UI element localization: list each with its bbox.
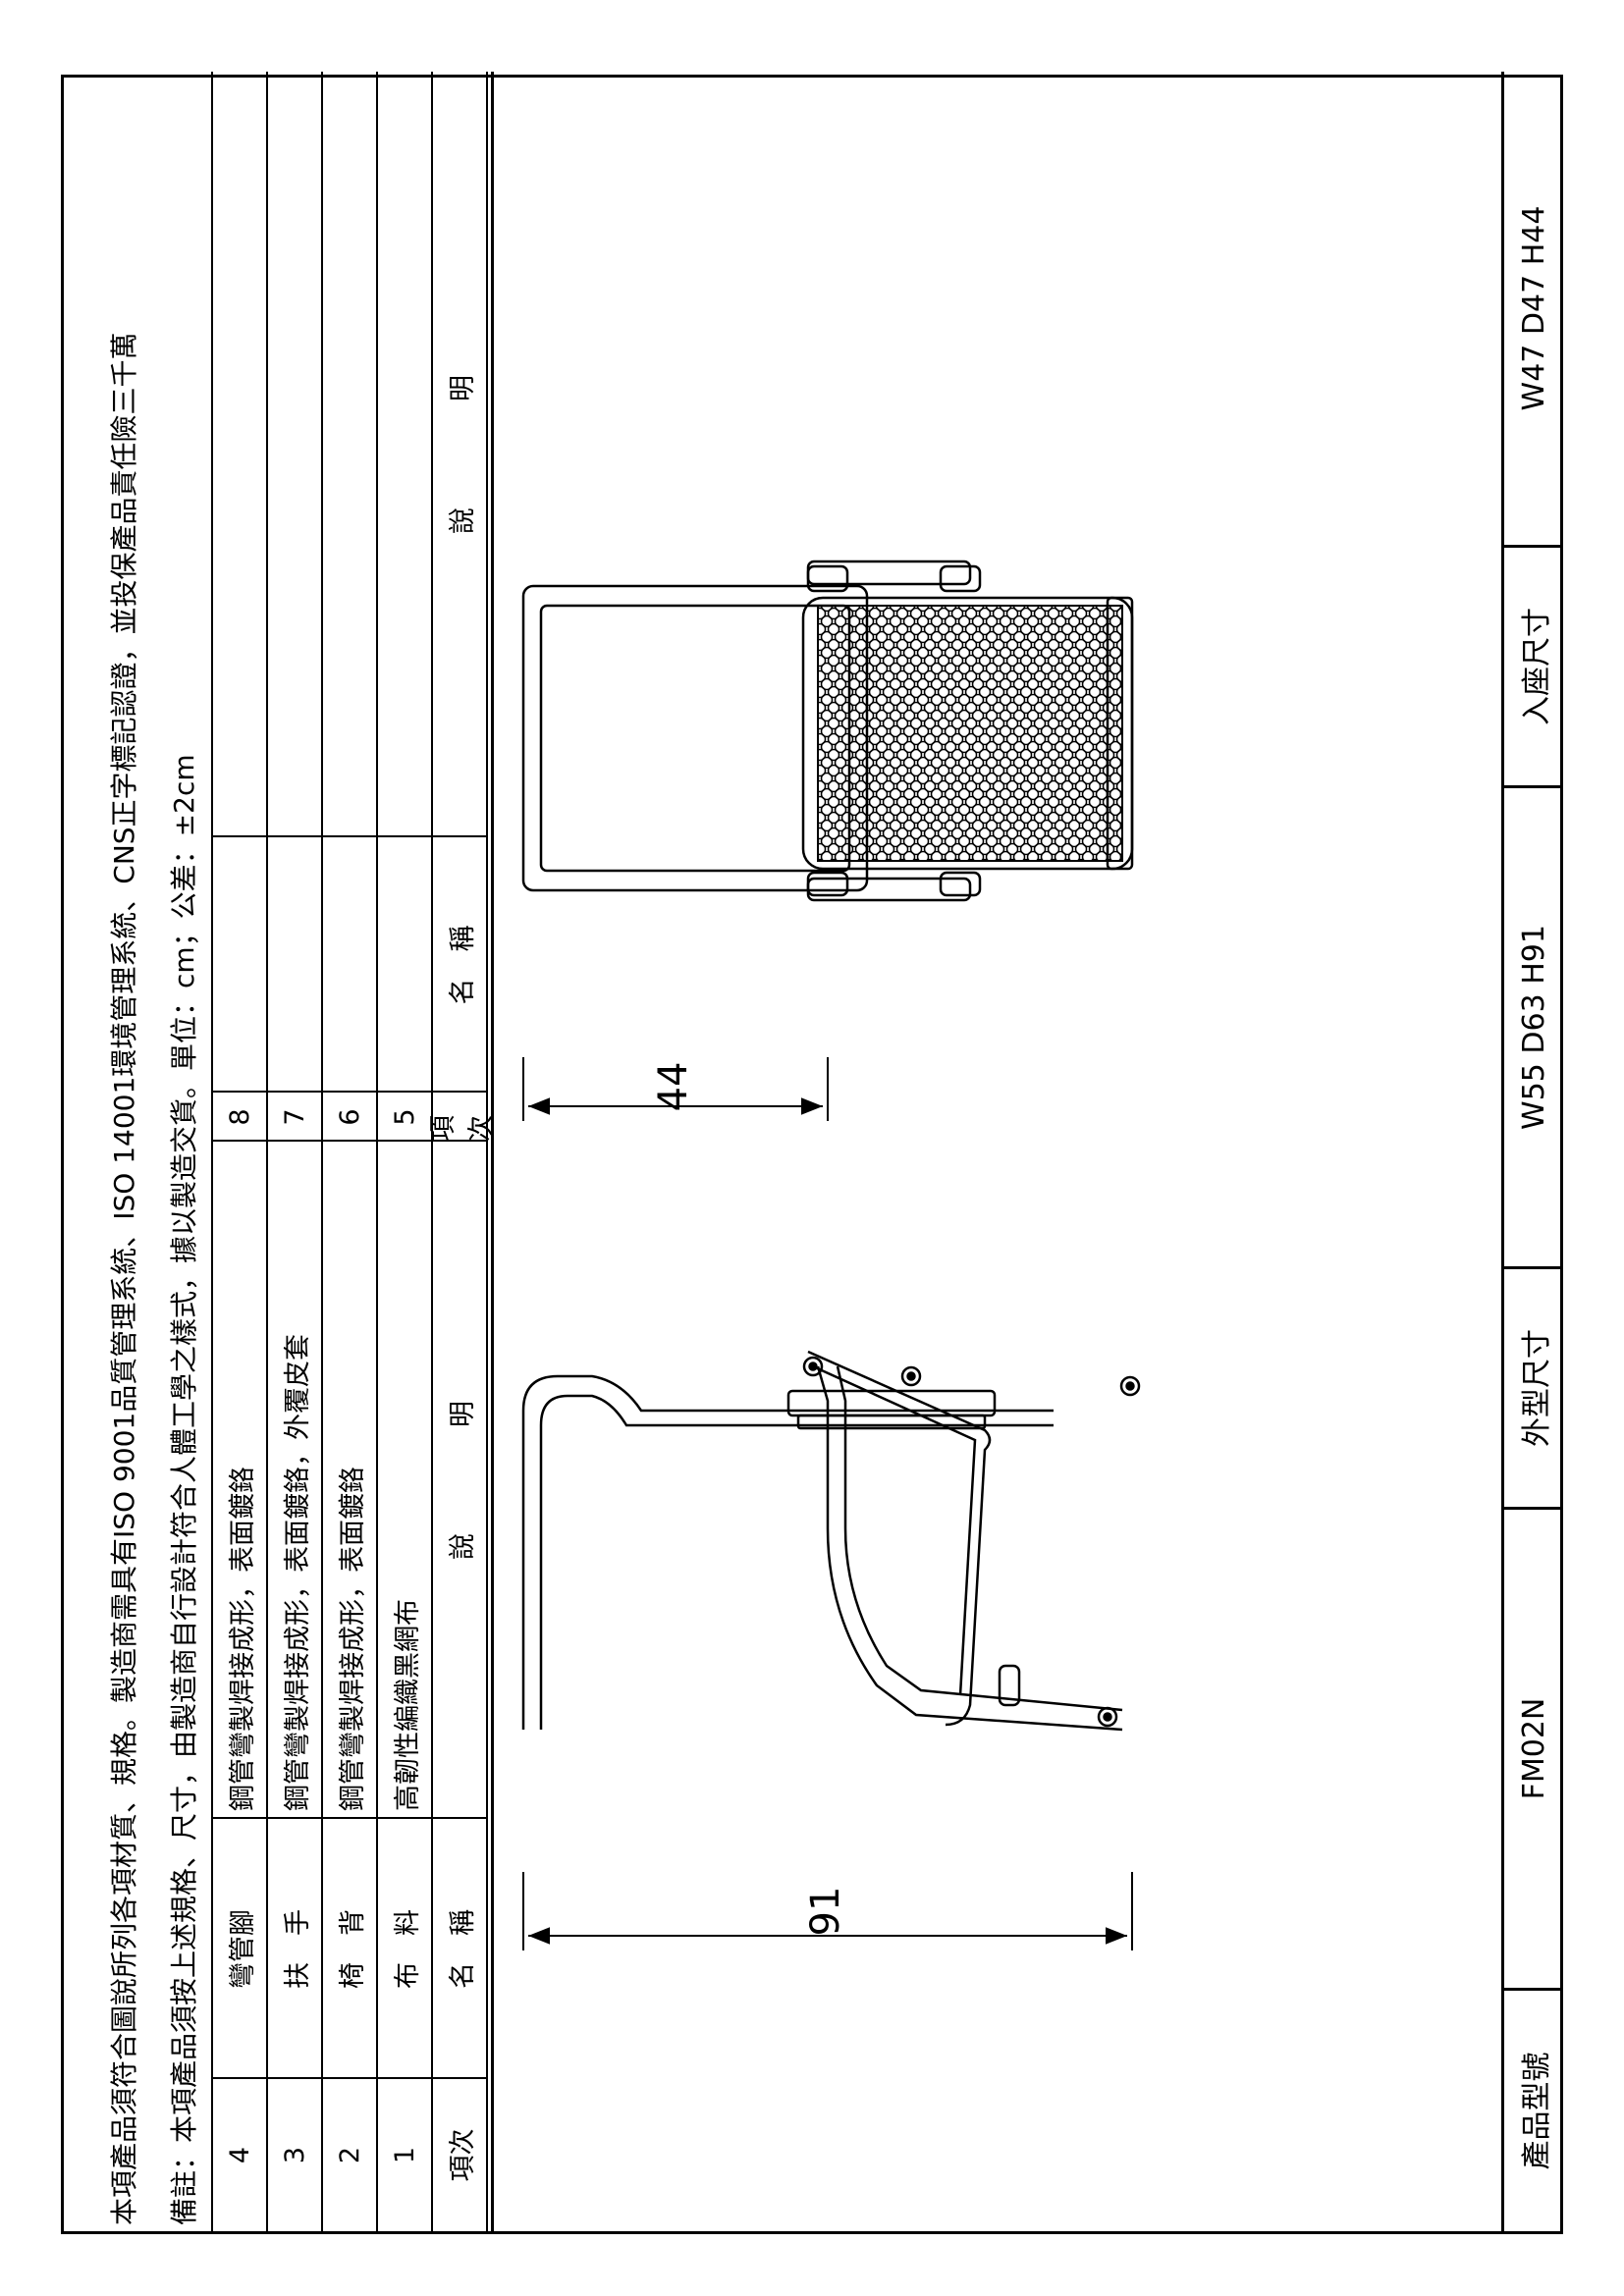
top-view-arm-cap-4	[939, 871, 982, 897]
top-view-armrest-left	[806, 560, 972, 586]
header-no-2: 項次	[428, 1115, 497, 1142]
row-no-2: 6	[334, 1108, 365, 1126]
side-view-seat-frame	[816, 1365, 1123, 1732]
header-no: 項次	[447, 2128, 478, 2182]
dimension-lines	[522, 1057, 1133, 1950]
row-no: 3	[279, 2146, 310, 2164]
table-col-divider-3	[213, 1091, 488, 1093]
side-view-joint-dot-1	[1103, 1712, 1112, 1722]
side-view-backrest	[807, 1350, 992, 1727]
side-view-joint-3	[1119, 1375, 1141, 1397]
top-view-arm-cap-1	[806, 564, 849, 593]
row-name-2	[323, 837, 376, 1093]
row-name-2	[213, 837, 266, 1093]
top-view-base-frame	[521, 584, 869, 892]
row-no-2: 8	[224, 1108, 255, 1126]
row-no: 2	[334, 2146, 365, 2164]
row-desc: 高韌性編織黑網布	[392, 1599, 423, 1811]
remark-line-1: 備註：本項產品須按上述規格、尺寸，由製造商自行設計符合人體工學之樣式，據以製造交…	[154, 72, 213, 2231]
row-name: 椅 背	[337, 1909, 368, 1989]
outer-size-value: W55 D63 H91	[1504, 788, 1563, 1269]
side-view-joint-1	[1097, 1706, 1118, 1728]
header-name-2: 名 稱	[447, 925, 478, 1005]
outer-size-label: 外型尺寸	[1504, 1269, 1563, 1510]
table-col-divider-2	[213, 1140, 488, 1142]
header-desc: 說 明	[447, 1401, 478, 1560]
row-desc-2	[323, 72, 376, 837]
side-view-joint-0	[802, 1356, 824, 1377]
spec-row-3: 3 扶 手 鋼管彎製焊接成形，表面鍍鉻，外覆皮套 7	[268, 72, 323, 2231]
header-desc-2: 說 明	[447, 375, 478, 534]
row-no-2: 5	[389, 1108, 420, 1126]
rotated-spec-sheet: 產品型號 FM02N 外型尺寸 W55 D63 H91 入座尺寸 W47 D47…	[61, 72, 1563, 2234]
seat-size-value: W47 D47 H44	[1504, 72, 1563, 548]
row-name: 彎管腳	[227, 1909, 258, 1989]
remark-line-2: 本項產品須符合圖說所列各項材質、規格。製造商需具有ISO 9001品質管理系統、…	[108, 332, 140, 2225]
row-desc: 鋼管彎製焊接成形，表面鍍鉻	[337, 1467, 368, 1811]
side-view-joint-2	[900, 1365, 922, 1387]
chair-outline	[521, 560, 1141, 1732]
row-desc-2	[268, 72, 321, 837]
spec-row-2: 2 椅 背 鋼管彎製焊接成形，表面鍍鉻 6	[323, 72, 378, 2231]
spec-row-1: 1 布 料 高韌性編織黑網布 5	[378, 72, 433, 2231]
dim-label-44: 44	[651, 1062, 696, 1112]
row-name-2	[378, 837, 431, 1093]
header-name: 名 稱	[447, 1909, 478, 1989]
row-name: 布 料	[392, 1909, 423, 1989]
row-no: 1	[389, 2146, 420, 2164]
row-name: 扶 手	[282, 1909, 313, 1989]
top-view-arm-cap-3	[806, 871, 849, 897]
technical-drawing: 554744634791	[521, 560, 1141, 1950]
spec-header-row: 項次名 稱說 明項次名 稱說 明	[428, 72, 497, 2231]
model-label: 產品型號	[1520, 2052, 1554, 2170]
top-view-mesh-seat	[817, 605, 1123, 862]
row-desc: 鋼管彎製焊接成形，表面鍍鉻，外覆皮套	[282, 1334, 313, 1811]
spec-row-4: 4 彎管腳 鋼管彎製焊接成形，表面鍍鉻 8	[213, 72, 268, 2231]
row-desc-2	[378, 72, 431, 837]
dim-label-91: 91	[803, 1887, 848, 1937]
header-strip: 產品型號 FM02N 外型尺寸 W55 D63 H91 入座尺寸 W47 D47…	[1501, 72, 1563, 2231]
row-desc-2	[213, 72, 266, 837]
table-col-divider-0	[213, 2077, 488, 2079]
row-name-2	[268, 837, 321, 1093]
side-view-joint-dot-2	[906, 1371, 916, 1381]
seat-size-label: 入座尺寸	[1504, 548, 1563, 788]
model-value: FM02N	[1504, 1510, 1563, 1991]
side-view-seat-frame-inner	[836, 1365, 1123, 1712]
side-view-foot-glide	[998, 1664, 1021, 1707]
side-view-joint-dot-3	[1125, 1381, 1135, 1391]
side-view-joint-dot-0	[808, 1362, 818, 1371]
row-no: 4	[224, 2146, 255, 2164]
side-view-armrest-pad-2	[796, 1414, 987, 1430]
row-no-2: 7	[279, 1108, 310, 1126]
table-col-divider-1	[213, 1817, 488, 1819]
side-view-sled-inner	[539, 1394, 1054, 1730]
top-view-arm-cap-2	[939, 564, 982, 593]
side-view-sled-outer	[521, 1374, 1054, 1730]
top-view-backrest-bar	[1106, 596, 1134, 871]
row-desc: 鋼管彎製焊接成形，表面鍍鉻	[227, 1467, 258, 1811]
table-col-divider-4	[213, 835, 488, 837]
